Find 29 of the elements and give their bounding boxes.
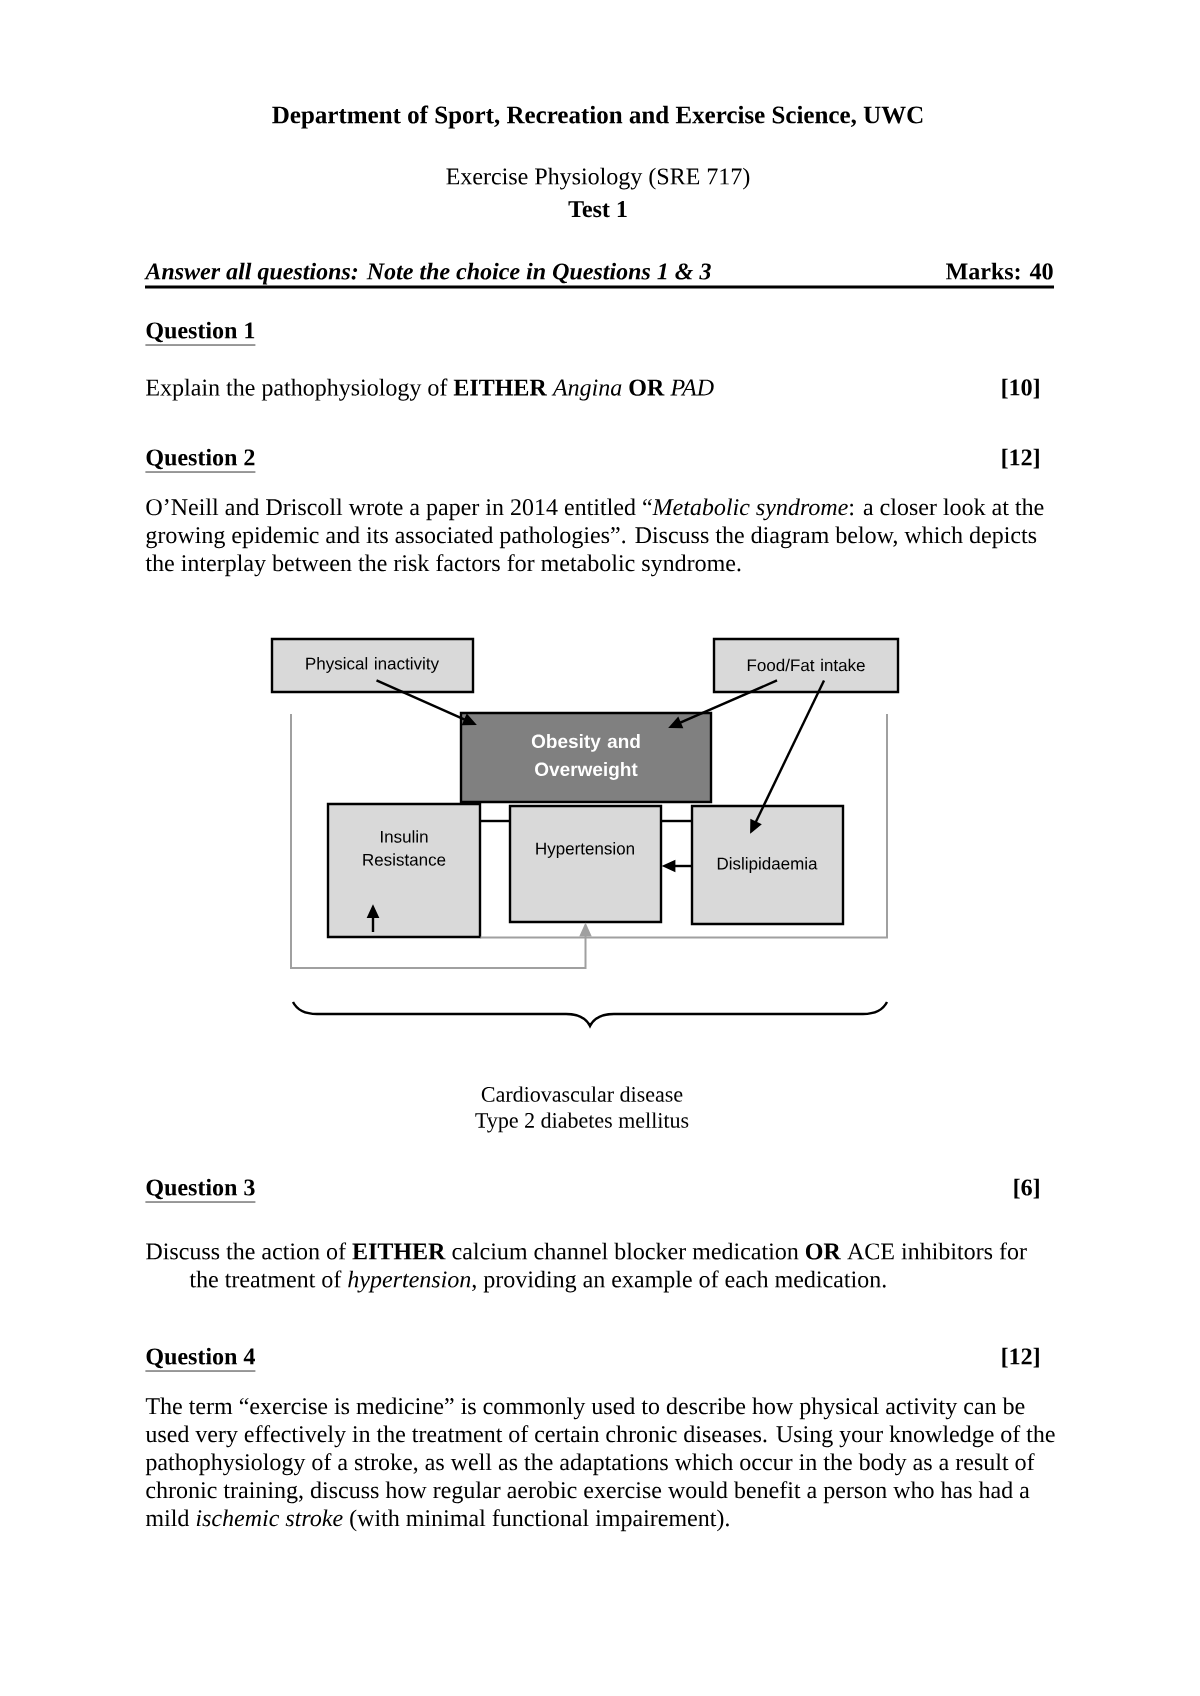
loop-line xyxy=(479,713,888,939)
page-title: Department of Sport, Recreation and Exercise Science, UWC xyxy=(272,105,923,129)
condition-box: Obesity and Overweight xyxy=(459,711,713,804)
question-heading: Question 1 xyxy=(145,321,256,346)
outcome-label: Type 2 diabetes mellitus xyxy=(475,1112,689,1133)
marks: [12] xyxy=(1002,448,1039,469)
condition-box: Hypertension xyxy=(508,804,663,924)
condition-box: Dislipidaemia xyxy=(690,804,845,926)
question-heading: Question 2 xyxy=(145,448,256,473)
question-heading: Question 4 xyxy=(145,1347,256,1372)
question-text: Discuss the action of EITHER calcium channel blocker medication OR ACE inhibitors for the treatment of hypertension, providing an example of each medication. xyxy=(146,1242,1027,1293)
factor-box: Food/Fat intake xyxy=(712,637,900,694)
total-marks: Marks: 40 xyxy=(946,262,1053,280)
factor-box: Physical inactivity xyxy=(270,637,475,694)
condition-box: Insulin Resistance xyxy=(326,802,482,939)
test-number: Test 1 xyxy=(568,201,627,218)
question-text: Explain the pathophysiology of EITHER Angina OR PAD xyxy=(146,378,714,401)
marks: [12] xyxy=(1002,1347,1039,1368)
instructions: Answer all questions: Note the choice in Questions 1 & 3 xyxy=(144,262,711,285)
linking-line xyxy=(661,819,692,823)
question-heading: Question 3 xyxy=(145,1178,256,1203)
course-code: Exercise Physiology (SRE 717) xyxy=(446,167,750,190)
question-text: O’Neill and Driscoll wrote a paper in 2014 entitled “Metabolic syndrome: a closer look at the growing epidemic and its associated pathologies”. Discuss the diagram below, which depicts the interplay between the risk factors for metabolic syndrome. xyxy=(145,498,1044,577)
linking-line xyxy=(480,819,510,823)
loop-line xyxy=(290,713,592,969)
marks: [10] xyxy=(1002,378,1039,399)
outcome-label: Cardiovascular disease xyxy=(481,1086,683,1102)
marks: [6] xyxy=(1014,1178,1039,1199)
question-text: The term “exercise is medicine” is commonly used to describe how physical activity can be used very effectively in the treatment of certain chronic diseases. Using your knowledge of the pathophysiology of a stroke, as well as the adaptations which occur in the body as a result of chronic training, discuss how regular aerobic exercise would benefit a person who has had a mild ischemic stroke (with minimal functional impairement). xyxy=(145,1397,1055,1532)
